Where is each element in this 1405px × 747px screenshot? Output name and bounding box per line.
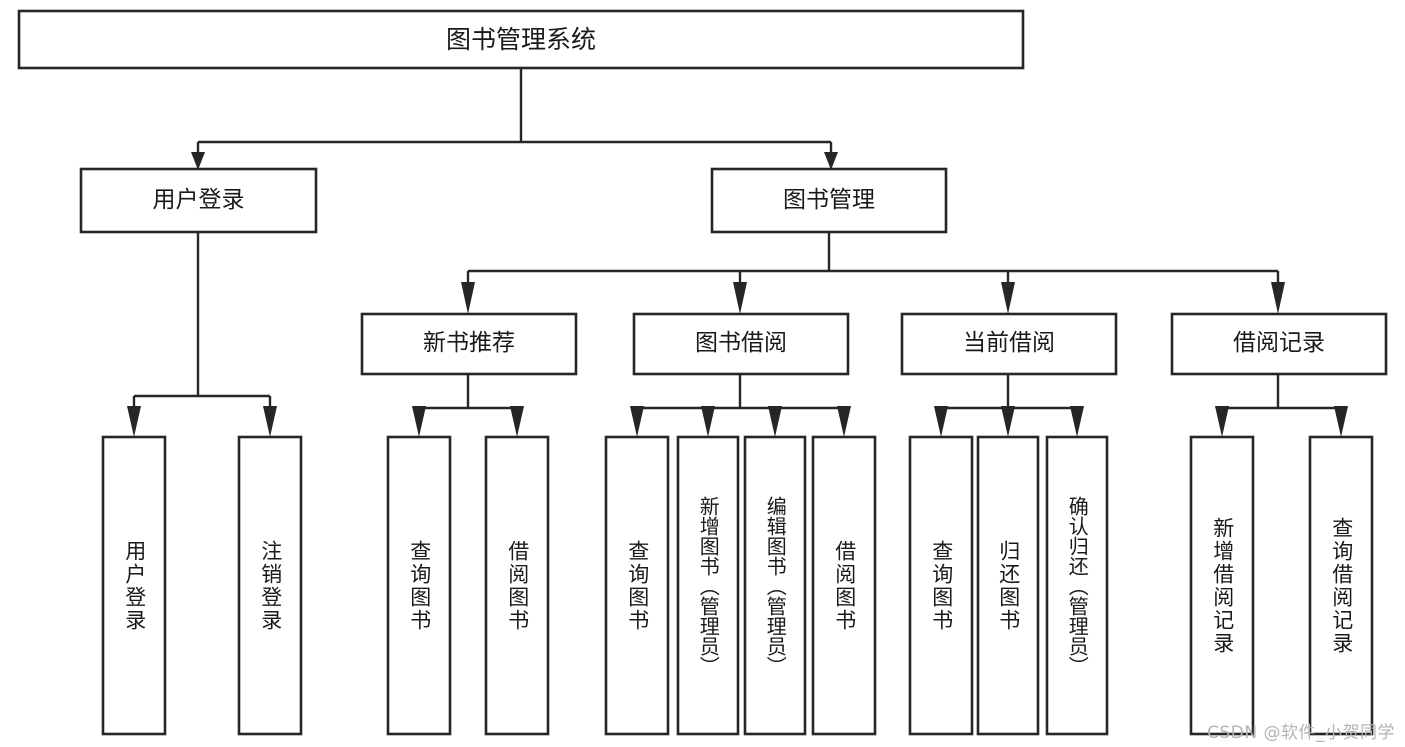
connector-layer <box>127 68 1348 437</box>
node-box-book-manage[interactable] <box>710 167 948 234</box>
node-box-leaf-query-record[interactable] <box>1308 435 1374 736</box>
connector-root-bus <box>196 68 833 158</box>
arrow-to-new-book-recommend <box>461 282 475 314</box>
arrow-to-leaf-confirm-return <box>1070 406 1084 437</box>
node-box-leaf-user-login[interactable] <box>101 435 167 736</box>
arrow-root-to-book-manage <box>824 152 838 170</box>
connector-borrow-record-bus <box>1220 374 1343 414</box>
node-box-leaf-query-book-1[interactable] <box>386 435 452 736</box>
connector-book-manage-bus <box>466 232 1280 288</box>
connector-book-borrow-bus <box>635 374 846 414</box>
arrow-to-leaf-user-login <box>127 406 141 437</box>
csdn-watermark: CSDN @软件_小贺同学 <box>1207 723 1395 743</box>
connector-user-login-bus <box>132 232 272 410</box>
arrow-to-leaf-borrow-book-2 <box>837 406 851 437</box>
node-box-user-login[interactable] <box>79 167 318 234</box>
node-box-new-book-recommend[interactable] <box>360 312 578 376</box>
node-box-leaf-borrow-book-1[interactable] <box>484 435 550 736</box>
node-box-leaf-return-book[interactable] <box>976 435 1040 736</box>
node-box-leaf-add-record[interactable] <box>1189 435 1255 736</box>
arrow-to-leaf-add-book <box>701 406 715 437</box>
node-box-book-borrow[interactable] <box>632 312 850 376</box>
arrow-to-borrow-record <box>1271 282 1285 314</box>
connector-new-book-bus <box>417 374 519 414</box>
arrow-to-leaf-query-book-3 <box>934 406 948 437</box>
node-box-borrow-record[interactable] <box>1170 312 1388 376</box>
node-box-leaf-query-book-3[interactable] <box>908 435 974 736</box>
arrow-to-leaf-query-book-2 <box>630 406 644 437</box>
node-box-leaf-edit-book[interactable] <box>743 435 807 736</box>
node-box-root[interactable] <box>17 9 1025 70</box>
arrow-root-to-user-login <box>191 152 205 170</box>
node-box-current-borrow[interactable] <box>900 312 1118 376</box>
node-box-leaf-confirm-return[interactable] <box>1045 435 1109 736</box>
arrow-to-leaf-logout-login <box>263 406 277 437</box>
arrow-to-leaf-add-record <box>1215 406 1229 437</box>
arrow-to-current-borrow <box>1001 282 1015 314</box>
arrow-to-book-borrow <box>733 282 747 314</box>
arrow-to-leaf-borrow-book-1 <box>510 406 524 437</box>
arrow-to-leaf-query-book-1 <box>412 406 426 437</box>
node-box-leaf-logout-login[interactable] <box>237 435 303 736</box>
arrow-to-leaf-edit-book <box>768 406 782 437</box>
node-layer <box>17 9 1388 736</box>
arrow-to-leaf-return-book <box>1001 406 1015 437</box>
node-box-leaf-add-book[interactable] <box>676 435 740 736</box>
node-box-leaf-borrow-book-2[interactable] <box>811 435 877 736</box>
arrow-to-leaf-query-record <box>1334 406 1348 437</box>
node-box-leaf-query-book-2[interactable] <box>604 435 670 736</box>
